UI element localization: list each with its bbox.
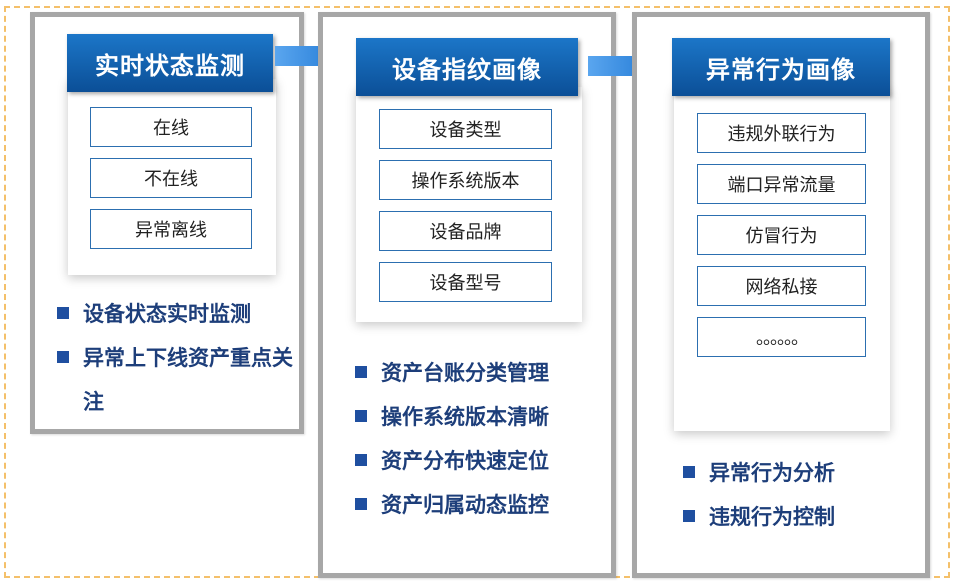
stage-title: 异常行为画像 xyxy=(672,38,890,96)
bullet-item: 设备状态实时监测 xyxy=(57,292,297,336)
bullet-square-icon xyxy=(57,351,69,363)
bullet-square-icon xyxy=(57,307,69,319)
bullet-item: 资产分布快速定位 xyxy=(355,439,605,483)
bullet-list: 设备状态实时监测 异常上下线资产重点关注 xyxy=(57,292,297,424)
bullet-list: 异常行为分析 违规行为控制 xyxy=(683,451,913,539)
bullet-item: 资产台账分类管理 xyxy=(355,351,605,395)
bullet-text: 操作系统版本清晰 xyxy=(381,405,549,429)
bullet-square-icon xyxy=(683,466,695,478)
item-ellipsis: 。。。。。。 xyxy=(697,317,866,357)
item-abnormal-offline: 异常离线 xyxy=(90,209,252,249)
bullet-text: 异常上下线资产重点关注 xyxy=(83,346,293,414)
item-offline: 不在线 xyxy=(90,158,252,198)
bullet-list: 资产台账分类管理 操作系统版本清晰 资产分布快速定位 资产归属动态监控 xyxy=(355,351,605,527)
bullet-text: 违规行为控制 xyxy=(709,505,835,529)
item-port-abnormal-traffic: 端口异常流量 xyxy=(697,164,866,204)
item-impersonation: 仿冒行为 xyxy=(697,215,866,255)
bullet-square-icon xyxy=(355,410,367,422)
bullet-item: 违规行为控制 xyxy=(683,495,913,539)
panel-device-fingerprint: 设备类型 操作系统版本 设备品牌 设备型号 资产台账分类管理 操作系统版本清晰 … xyxy=(318,12,616,578)
bullet-square-icon xyxy=(355,498,367,510)
panel-abnormal-behavior: 违规外联行为 端口异常流量 仿冒行为 网络私接 。。。。。。 异常行为分析 违规… xyxy=(632,12,930,578)
item-device-brand: 设备品牌 xyxy=(379,211,552,251)
item-device-type: 设备类型 xyxy=(379,109,552,149)
stage-title: 设备指纹画像 xyxy=(356,38,578,96)
bullet-text: 设备状态实时监测 xyxy=(83,302,251,326)
bullet-square-icon xyxy=(355,366,367,378)
stage-title: 实时状态监测 xyxy=(67,34,273,92)
item-os-version: 操作系统版本 xyxy=(379,160,552,200)
bullet-text: 资产分布快速定位 xyxy=(381,449,549,473)
bullet-square-icon xyxy=(355,454,367,466)
bullet-square-icon xyxy=(683,510,695,522)
bullet-text: 异常行为分析 xyxy=(709,461,835,485)
bullet-item: 异常上下线资产重点关注 xyxy=(57,336,297,424)
bullet-text: 资产台账分类管理 xyxy=(381,361,549,385)
item-online: 在线 xyxy=(90,107,252,147)
item-illegal-external-connection: 违规外联行为 xyxy=(697,113,866,153)
item-private-network-connection: 网络私接 xyxy=(697,266,866,306)
bullet-item: 资产归属动态监控 xyxy=(355,483,605,527)
bullet-item: 异常行为分析 xyxy=(683,451,913,495)
item-device-model: 设备型号 xyxy=(379,262,552,302)
bullet-text: 资产归属动态监控 xyxy=(381,493,549,517)
bullet-item: 操作系统版本清晰 xyxy=(355,395,605,439)
